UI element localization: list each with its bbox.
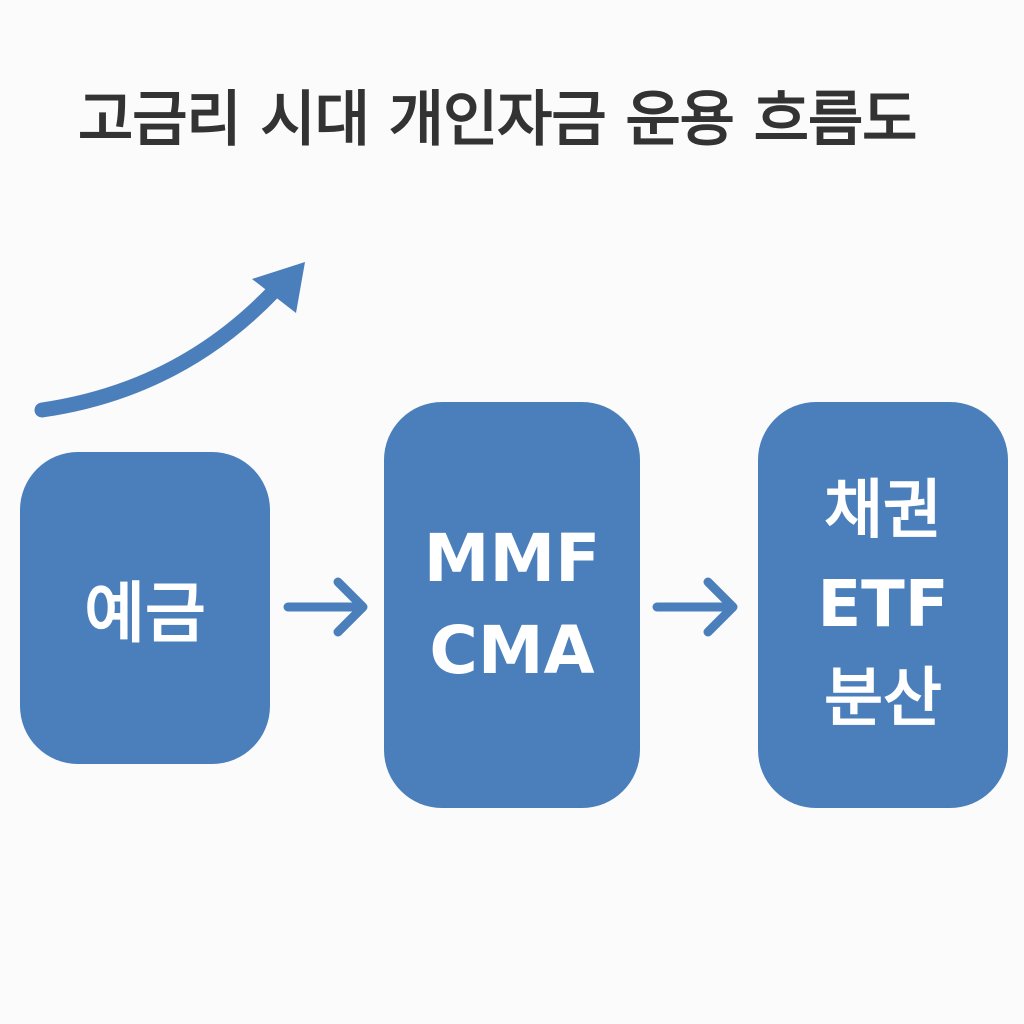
node-etf-label: ETF [817, 568, 949, 642]
diagram-title: 고금리 시대 개인자금 운용 흐름도 [78, 85, 917, 155]
rising-curve-arrow-icon [34, 262, 305, 418]
right-arrow-icon [283, 577, 368, 637]
node-mmf-label: MMF [423, 520, 601, 597]
node-bond-label: 채권 [824, 474, 942, 548]
node-deposit-label: 예금 [84, 575, 206, 652]
node-deposit: 예금 [20, 452, 270, 764]
node-mmf-cma: MMF CMA [384, 402, 640, 808]
right-arrow-icon [652, 577, 738, 637]
node-diversify-label: 분산 [824, 662, 942, 736]
node-cma-label: CMA [429, 612, 595, 689]
node-bond-etf: 채권 ETF 분산 [758, 402, 1008, 808]
